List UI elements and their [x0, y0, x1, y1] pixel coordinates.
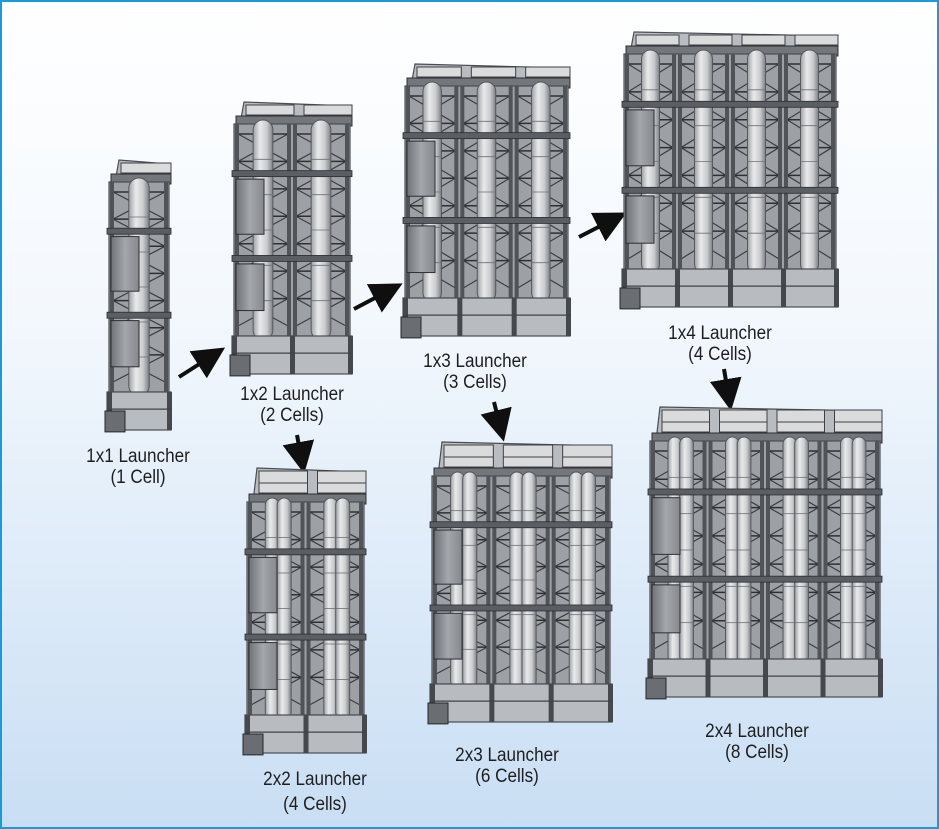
- launcher-name: 2x3 Launcher: [455, 745, 559, 766]
- label-1x2: 1x2 Launcher (2 Cells): [220, 384, 364, 426]
- launcher-name: 1x4 Launcher: [668, 323, 772, 344]
- launcher-name: 2x2 Launcher: [263, 769, 367, 790]
- launcher-cells: (4 Cells): [688, 344, 752, 365]
- label-2x2: 2x2 Launcher (4 Cells): [243, 767, 387, 817]
- launcher-cells: (6 Cells): [475, 766, 539, 787]
- launcher-1x2: [229, 101, 353, 377]
- launcher-2x2: [242, 467, 367, 756]
- label-1x1: 1x1 Launcher (1 Cell): [66, 446, 210, 488]
- launcher-name: 1x1 Launcher: [86, 446, 190, 467]
- label-1x4: 1x4 Launcher (4 Cells): [648, 323, 792, 365]
- launcher-2x4: [645, 406, 883, 700]
- arrow-1x4-to-2x4: [709, 368, 742, 411]
- arrow-1x2-to-2x2: [282, 434, 315, 474]
- arrow-1x1-to-1x2: [177, 347, 226, 379]
- launcher-name: 1x2 Launcher: [240, 384, 344, 405]
- launcher-name: 1x3 Launcher: [423, 351, 527, 372]
- launcher-1x3: [400, 63, 571, 339]
- launcher-cells: (8 Cells): [725, 742, 789, 763]
- label-2x3: 2x3 Launcher (6 Cells): [435, 745, 579, 787]
- launcher-cells: (4 Cells): [283, 794, 347, 815]
- arrow-1x3-to-1x4: [578, 212, 627, 242]
- launcher-cells: (1 Cell): [110, 467, 166, 488]
- launcher-1x4: [619, 31, 839, 310]
- launcher-cells: (2 Cells): [260, 405, 324, 426]
- arrow-1x2-to-1x3: [353, 283, 403, 313]
- launcher-name: 2x4 Launcher: [705, 721, 809, 742]
- label-2x4: 2x4 Launcher (8 Cells): [685, 721, 829, 763]
- launcher-cells: (3 Cells): [443, 372, 507, 393]
- arrow-1x3-to-2x3: [480, 401, 512, 442]
- launcher-2x3: [427, 441, 613, 725]
- launcher-1x1: [104, 159, 172, 433]
- label-1x3: 1x3 Launcher (3 Cells): [403, 351, 547, 393]
